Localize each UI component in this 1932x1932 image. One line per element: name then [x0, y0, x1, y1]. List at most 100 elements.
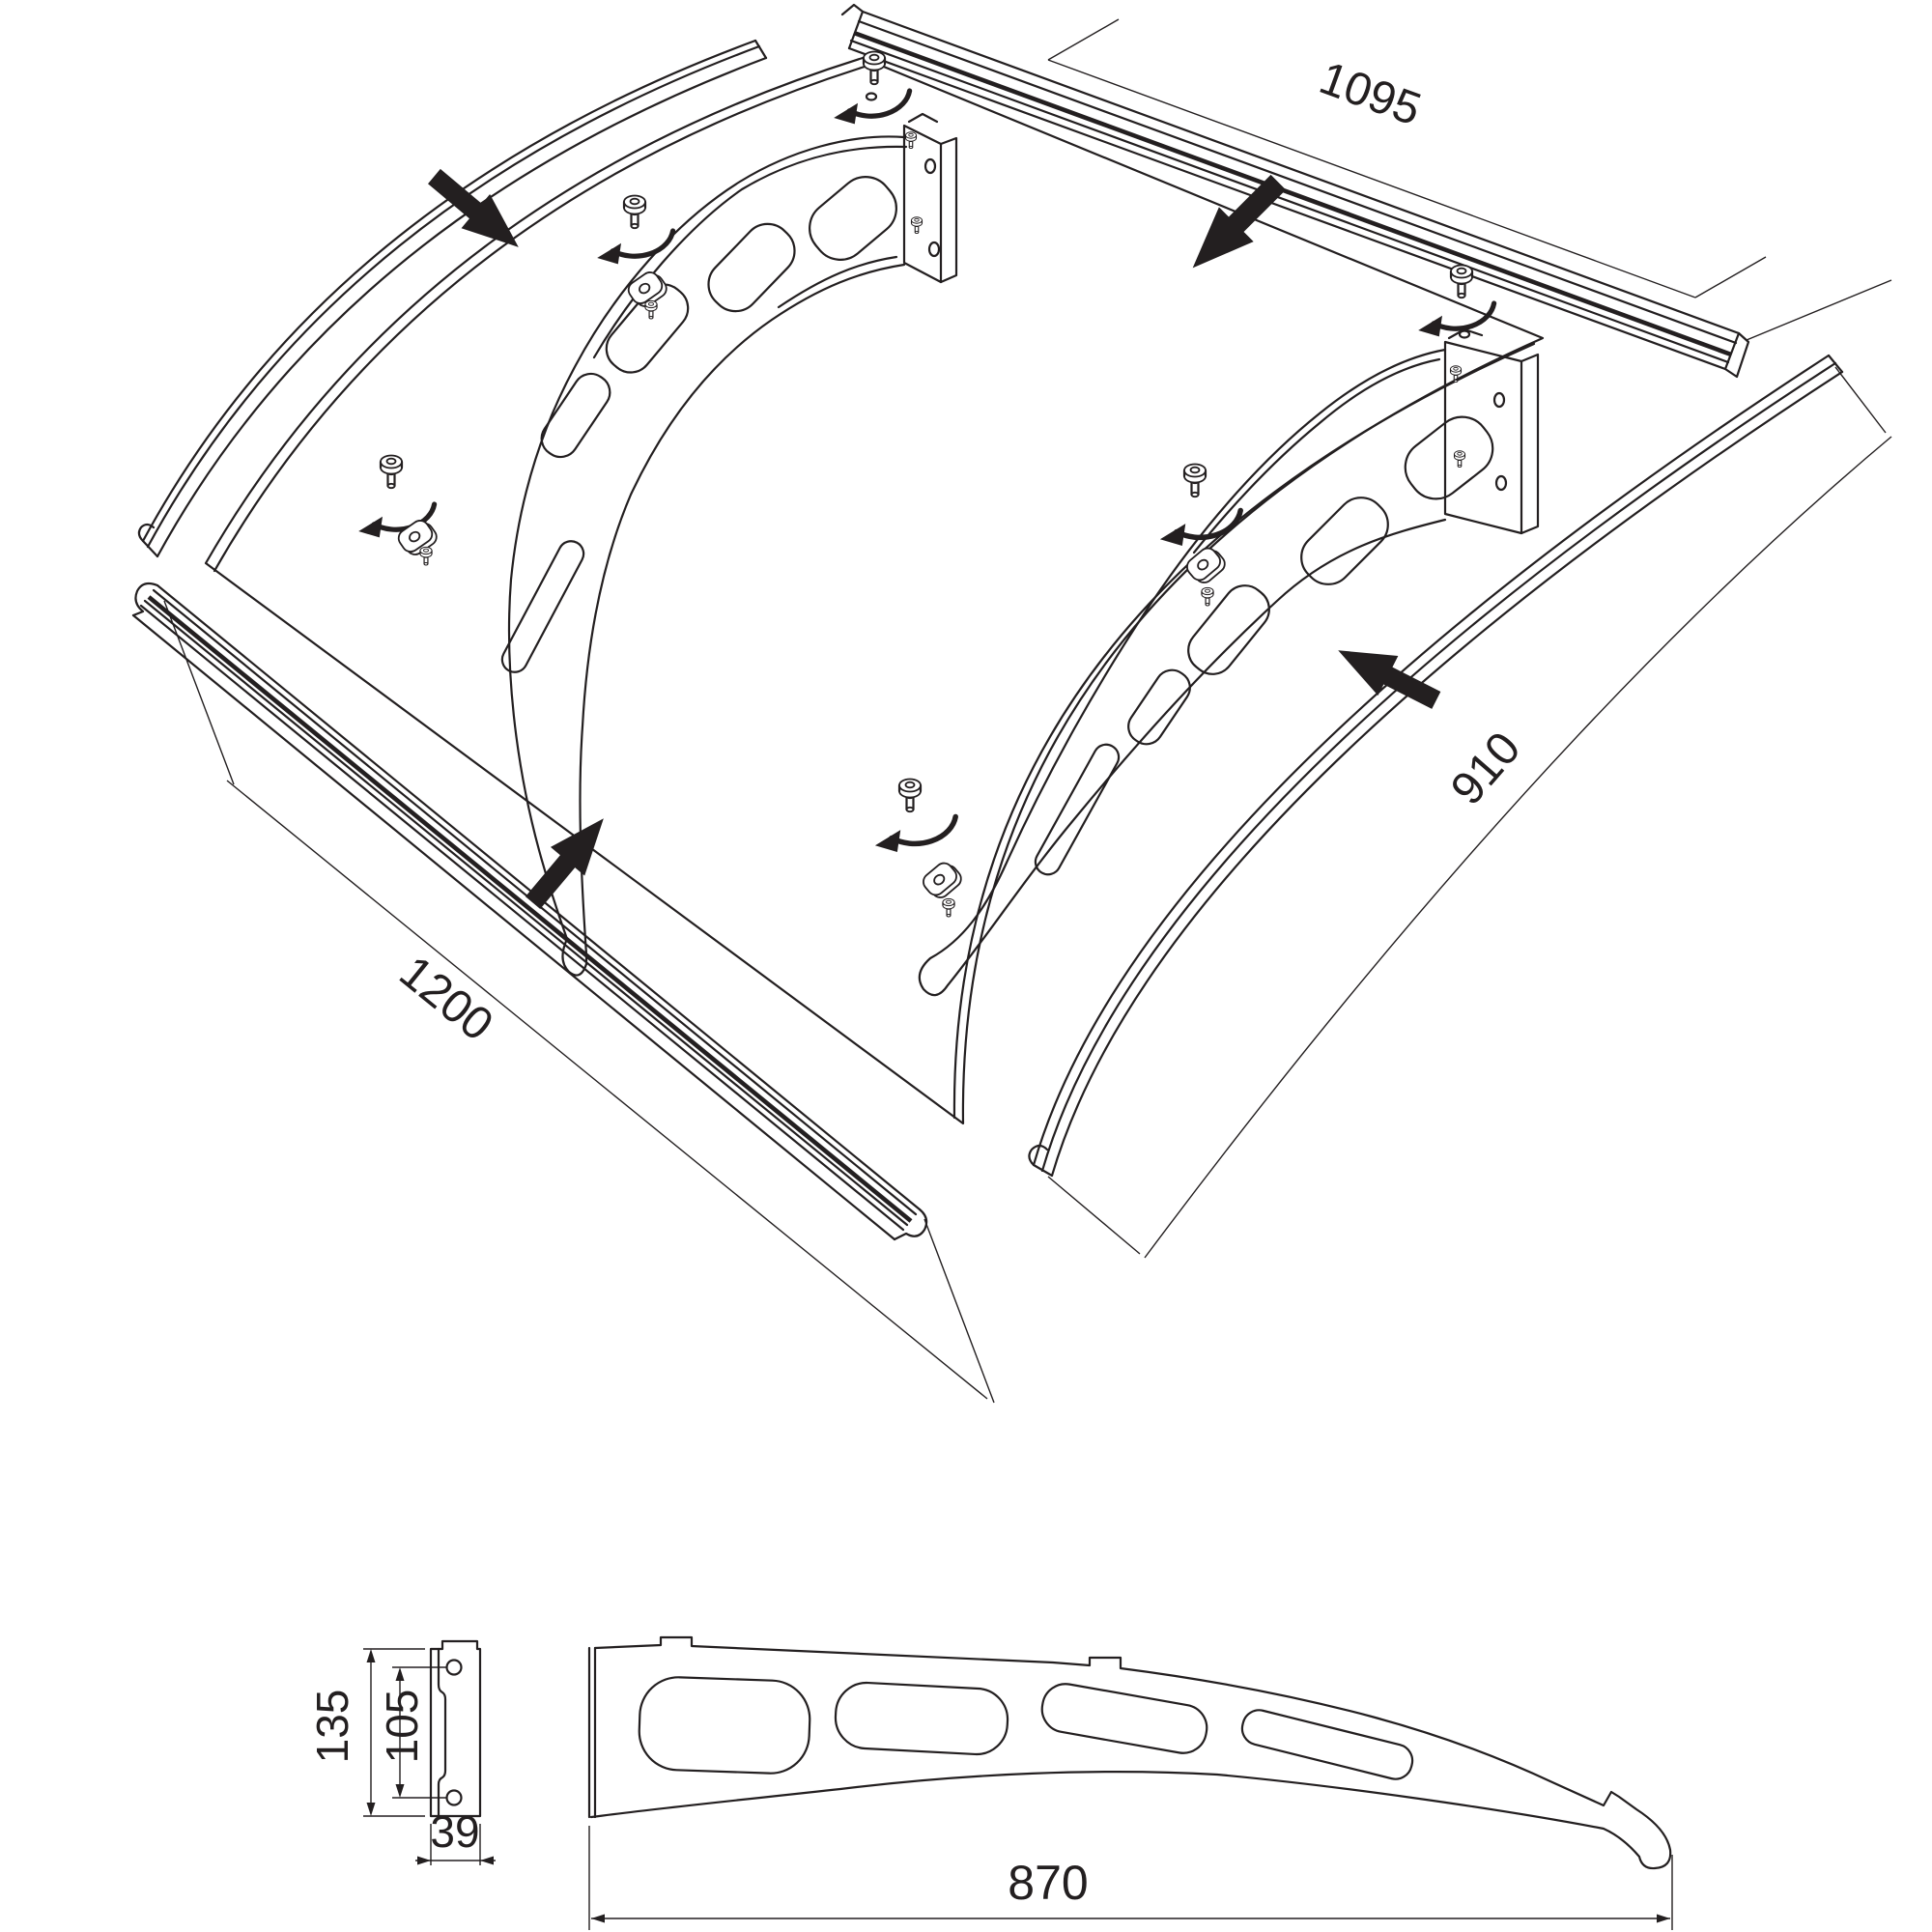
- right-bracket-arm-thickness: [1192, 357, 1441, 554]
- rotate-arrow-icon-e: [1160, 511, 1240, 547]
- rotate-arrow-icon-a: [834, 91, 909, 124]
- left-bracket-slot-5: [500, 540, 585, 673]
- left-side-rail-outer-edge: [141, 39, 757, 543]
- back-rail-top-edge: [861, 10, 1741, 335]
- screw-c: [379, 454, 404, 490]
- side-view-slot-2: [834, 1681, 1009, 1756]
- back-rail-gasket-channel: [853, 30, 1732, 357]
- right-plate-hole-top: [1492, 391, 1506, 409]
- left-bracket-wall-plate-flange: [907, 112, 958, 284]
- left-plate-hole-bottom: [927, 241, 941, 258]
- rotate-arrow-icon-h: [875, 817, 955, 853]
- plate-height-arrow-bottom: [366, 1803, 376, 1816]
- clamp-screw-b: [644, 299, 658, 320]
- right-plate-hole-bottom: [1494, 474, 1508, 492]
- plate-outline: [429, 1639, 482, 1818]
- bracket-depth-dimension: 870: [588, 1826, 1673, 1930]
- plate-hole-spacing-label: 105: [377, 1690, 427, 1764]
- left-plate-bolt-bottom: [910, 216, 923, 235]
- plate-hole-spacing-dimension: 105: [377, 1666, 446, 1799]
- back-rail-dimension: 1095: [1047, 18, 1892, 341]
- detail-bracket-side: 870: [587, 1635, 1673, 1930]
- sheet-screw-hole-right: [1458, 329, 1471, 339]
- left-plate-bolt-top: [904, 131, 918, 150]
- rotate-arrow-icon-b: [597, 231, 672, 264]
- side-view-arm-outline: [589, 1635, 1672, 1870]
- bracket-depth-label: 870: [1008, 1856, 1088, 1910]
- right-side-rail-mid-edge: [1040, 361, 1837, 1173]
- plate-width-arrow-right: [480, 1856, 494, 1865]
- plate-width-label: 39: [430, 1806, 479, 1857]
- screw-f: [1449, 264, 1474, 299]
- front-rail-bottom-edge: [131, 613, 896, 1241]
- front-rail-dimension-lines: [163, 600, 995, 1404]
- back-rail-end-caps: [840, 3, 1750, 379]
- right-bracket: [918, 327, 1540, 997]
- sheet-outline: [204, 56, 1545, 1125]
- detail-wall-plate: 135 105 39: [307, 1639, 496, 1865]
- right-rail-dimension: 910: [1047, 366, 1892, 1259]
- back-rail-dimension-lines: [1047, 18, 1892, 341]
- front-rail: [131, 582, 928, 1241]
- polycarbonate-sheet: [204, 56, 1545, 1125]
- right-bracket-slot-3: [1187, 584, 1270, 675]
- front-rail-gasket-channel: [147, 595, 913, 1223]
- left-side-rail-end-caps: [137, 39, 768, 558]
- plate-bend-contour: [437, 1647, 447, 1818]
- sheet-clamp-c: [394, 515, 441, 560]
- left-bracket-wall-plate-face: [902, 124, 943, 284]
- left-bracket-arm-thickness-bottom: [777, 255, 898, 309]
- right-plate-bolt-bottom: [1453, 450, 1466, 469]
- side-view-slot-4: [1240, 1709, 1414, 1780]
- screw-a: [862, 50, 887, 86]
- right-bracket-slot-5: [1034, 743, 1121, 876]
- side-view-wall-edge: [587, 1646, 597, 1819]
- back-rail-bottom-edge: [847, 46, 1727, 371]
- bracket-depth-dimension-lines: [588, 1826, 1673, 1930]
- side-view-slot-3: [1040, 1683, 1208, 1754]
- clamp-screw-e: [1201, 586, 1214, 607]
- left-bracket: [500, 112, 958, 977]
- insert-arrow-right-rail-icon: [1327, 630, 1447, 721]
- clamp-screw-h: [942, 897, 955, 918]
- right-bracket-slot-1: [1404, 415, 1494, 500]
- insert-arrow-back-rail-icon: [1175, 164, 1296, 286]
- left-bracket-arm-outline: [507, 135, 906, 977]
- bracket-depth-arrow-left: [591, 1914, 605, 1923]
- bracket-depth-arrow-right: [1657, 1914, 1670, 1923]
- plate-height-dimension-lines: [363, 1648, 425, 1817]
- plate-height-arrow-top: [366, 1649, 376, 1662]
- front-rail-line4: [143, 599, 909, 1227]
- assembly-arrows: [419, 158, 1447, 918]
- left-side-rail: [137, 39, 768, 558]
- left-bracket-slot-1: [809, 176, 897, 261]
- sheet-left-edge-thickness: [213, 65, 867, 573]
- sheet-screw-hole-top: [865, 92, 878, 101]
- left-side-rail-inner-edge: [156, 56, 768, 558]
- right-side-rail-outer-edge: [1032, 354, 1831, 1167]
- right-side-rail-inner-edge: [1050, 370, 1844, 1178]
- plate-spacing-arrow-bottom: [395, 1784, 405, 1798]
- plate-width-arrow-left: [417, 1856, 431, 1865]
- front-rail-dimension-label: 1200: [390, 947, 502, 1051]
- side-view-slot-1: [638, 1676, 811, 1775]
- plate-hole-bottom: [445, 1789, 463, 1806]
- left-bracket-slot-3: [605, 283, 690, 374]
- plate-height-dimension: 135: [307, 1648, 425, 1817]
- screw-h: [897, 778, 923, 813]
- back-rail-line4: [849, 39, 1730, 364]
- right-bracket-slot-4: [1127, 668, 1191, 746]
- screw-b: [622, 194, 647, 230]
- right-bracket-arm-outline: [918, 348, 1447, 997]
- screw-e: [1182, 463, 1208, 498]
- left-bracket-arm-thickness-top: [592, 145, 908, 359]
- sheet-right-edge-thickness: [952, 342, 1536, 1120]
- left-side-rail-mid-edge: [146, 44, 761, 549]
- plate-hole-spacing-lines: [392, 1666, 446, 1799]
- plate-hole-top: [445, 1659, 463, 1676]
- front-rail-line5: [139, 604, 905, 1232]
- rotate-arrow-icon-f: [1418, 303, 1493, 336]
- clamp-screw-c: [419, 546, 433, 566]
